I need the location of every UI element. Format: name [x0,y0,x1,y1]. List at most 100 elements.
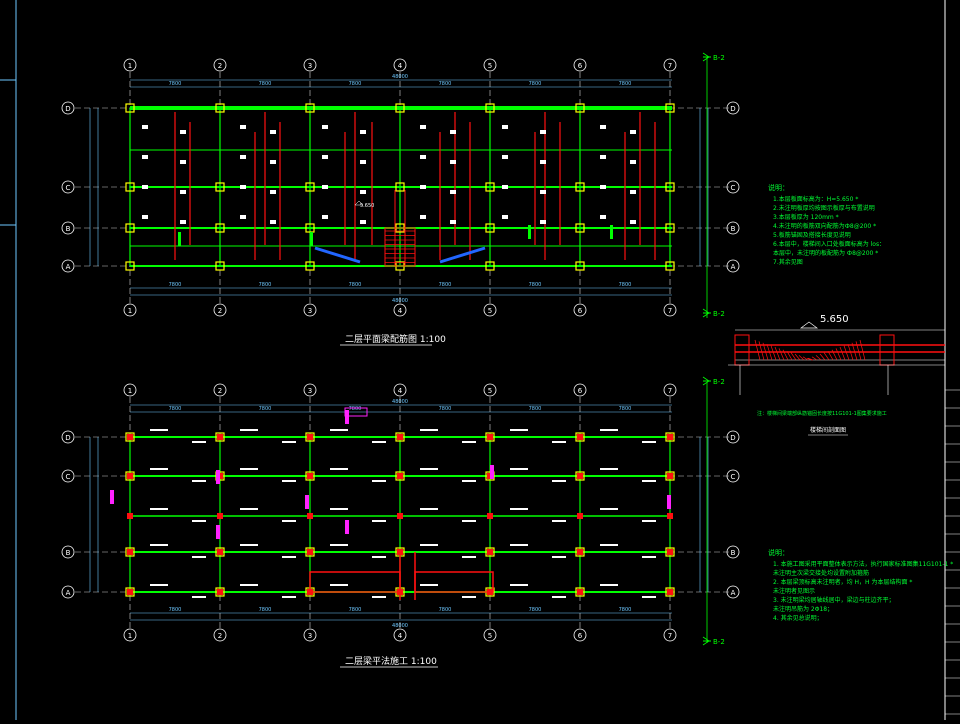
column [215,182,225,192]
beam-annotation [330,584,348,586]
notes-top-line: 1.本层板面标高为：H=5.650 * [773,195,858,203]
section-rebar [843,345,850,361]
column [215,432,225,442]
beam-joint [307,549,313,555]
column [305,432,315,442]
axis-bubble [726,101,740,115]
column [125,471,135,481]
section-rebar [827,351,834,361]
section-level-label: 5.650 [820,314,849,325]
column [665,182,675,192]
axis-label: 4 [398,632,403,640]
section-marker-label: B-2 [713,378,725,386]
beam-annotation [240,544,258,546]
beam-annotation [330,468,348,470]
section-rebar [831,349,838,361]
beam-tag [110,490,114,504]
beam-annotation [420,584,438,586]
section-rebar [851,342,858,361]
stair-arrow [439,246,486,264]
beam-annotation [330,508,348,510]
beam-annotation [240,508,258,510]
axis-bubble [61,101,75,115]
notes-top-heading: 说明： [768,183,789,192]
axis-bubble [726,180,740,194]
beam-annotation [642,441,656,443]
axis-bubble [61,221,75,235]
column [125,547,135,557]
beam-annotation [642,520,656,522]
column [125,182,135,192]
rebar-tag [450,220,456,224]
axis-label: B [731,549,736,557]
beam-annotation [462,556,476,558]
rebar-tag [450,160,456,164]
beam-joint [667,513,673,519]
beam-annotation [192,480,206,482]
axis-bubble [123,58,137,72]
axis-bubble [61,469,75,483]
beam-annotation [600,508,618,510]
beam-annotation [600,468,618,470]
beam-annotation [282,520,296,522]
column [215,223,225,233]
axis-bubble [213,303,227,317]
beam-joint [127,549,133,555]
notes-top: 说明： 1.本层板面标高为：H=5.650 * 2.未注明板厚均按图示板厚与布置… [768,183,885,266]
dimension-bay: 7800 [439,406,452,412]
section-rebar [774,346,781,361]
column [215,103,225,113]
beam-annotation [420,429,438,431]
axis-bubble [483,303,497,317]
section-rebar [770,345,777,361]
rebar-tag [270,160,276,164]
section-rebar [819,353,826,361]
notes-top-line: 6.本层中，楼梯间入口处板面标高为 los： [773,240,885,248]
beam-annotation [282,480,296,482]
axis-label: 4 [398,62,403,70]
axis-bubble [123,628,137,642]
axis-bubble [573,383,587,397]
column [125,261,135,271]
beam-joint [307,513,313,519]
axis-label: 2 [218,307,222,315]
rebar-tag [450,190,456,194]
axis-label: 7 [668,62,672,70]
beam-annotation [510,584,528,586]
beam-annotation [552,596,566,598]
beam-annotation [462,596,476,598]
dimension-bay: 7800 [619,406,632,412]
dimension-bay: 7800 [169,406,182,412]
rebar-tag [600,185,606,189]
beam-joint [487,513,493,519]
axis-label: 2 [218,387,222,395]
beam-annotation [372,441,386,443]
column [125,432,135,442]
rebar-tag [420,215,426,219]
beam-joint [217,434,223,440]
rebar-tag [420,155,426,159]
column [575,103,585,113]
notes-bottom-line: 2. 本层梁顶标高未注明者，均 H，H 为本层结构面 * [773,578,912,586]
rebar-tag [180,190,186,194]
section-rebar [855,341,862,361]
dimension-bay: 7800 [349,282,362,288]
dimension-bay: 7800 [529,406,542,412]
column [395,471,405,481]
stair-opening [414,571,494,593]
beam-annotation [552,441,566,443]
section-label: 楼梯间剖面图 [810,426,846,434]
column [575,547,585,557]
dimension-bay: 7800 [259,81,272,87]
rebar-tag [240,125,246,129]
beam-tag [345,520,349,534]
axis-bubble [303,383,317,397]
column-accent [310,232,313,246]
stair-arrow [314,246,361,264]
stair-outline [384,227,416,267]
axis-label: 6 [578,62,583,70]
beam-joint [397,473,403,479]
beam-annotation [330,544,348,546]
rebar-tag [180,220,186,224]
